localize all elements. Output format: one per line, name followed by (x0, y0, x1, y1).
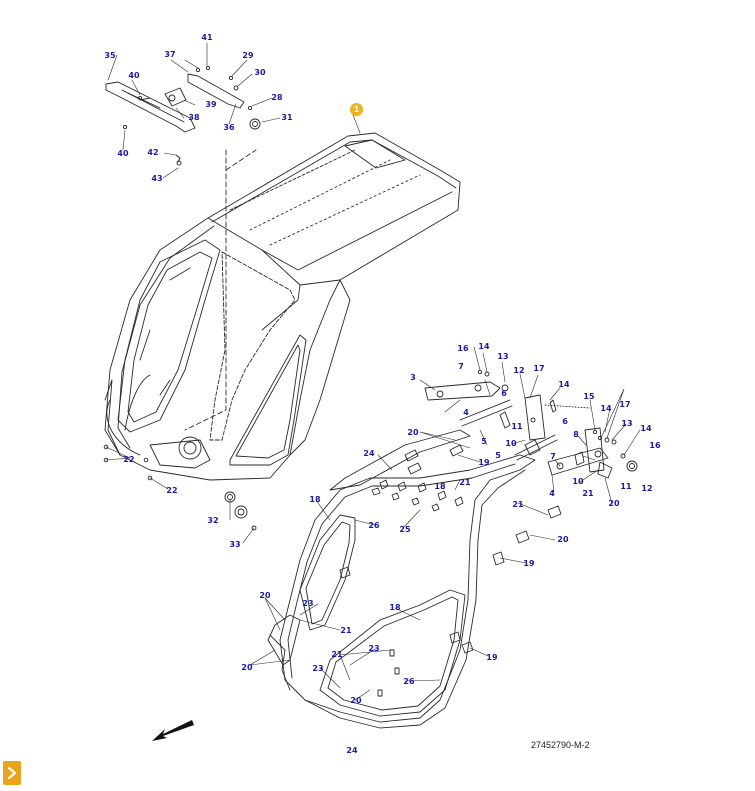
callout-label[interactable]: 21 (331, 650, 343, 659)
callout-label[interactable]: 18 (434, 482, 446, 491)
callout-label[interactable]: 16 (649, 441, 661, 450)
chevron-right-icon (7, 766, 17, 780)
cab-roof-assembly (104, 132, 461, 481)
callout-label[interactable]: 6 (562, 417, 568, 426)
callout-label[interactable]: 17 (533, 364, 545, 373)
callout-label[interactable]: 40 (128, 71, 140, 80)
callout-label[interactable]: 22 (166, 486, 178, 495)
wiper-bracket-assembly (105, 65, 261, 166)
callout-label[interactable]: 13 (497, 352, 509, 361)
diagram-reference-code: 27452790-M-2 (531, 740, 590, 750)
callout-label[interactable]: 20 (608, 499, 620, 508)
callout-label[interactable]: 20 (407, 428, 419, 437)
callout-label[interactable]: 21 (512, 500, 524, 509)
callout-label[interactable]: 38 (188, 113, 200, 122)
callout-label[interactable]: 5 (495, 451, 501, 460)
callout-label[interactable]: 26 (403, 677, 415, 686)
callout-label[interactable]: 5 (481, 437, 487, 446)
door-seal-frame (267, 429, 562, 729)
callout-label[interactable]: 43 (151, 174, 163, 183)
callout-label[interactable]: 21 (582, 489, 594, 498)
callout-label[interactable]: 11 (511, 422, 523, 431)
callout-label[interactable]: 14 (478, 342, 490, 351)
callout-label[interactable]: 8 (573, 430, 579, 439)
callout-label[interactable]: 22 (123, 455, 135, 464)
callout-label[interactable]: 29 (242, 51, 254, 60)
callout-label[interactable]: 7 (550, 452, 556, 461)
callout-label[interactable]: 18 (309, 495, 321, 504)
callout-label[interactable]: 10 (505, 439, 517, 448)
callout-label[interactable]: 18 (389, 603, 401, 612)
callout-label[interactable]: 13 (621, 419, 633, 428)
callout-label[interactable]: 39 (205, 100, 217, 109)
callout-label[interactable]: 40 (117, 149, 129, 158)
callout-label[interactable]: 19 (523, 559, 535, 568)
callout-label[interactable]: 37 (164, 50, 176, 59)
callout-label[interactable]: 10 (572, 477, 584, 486)
callout-label[interactable]: 3 (410, 373, 416, 382)
callout-label[interactable]: 4 (549, 489, 555, 498)
callout-label[interactable]: 31 (281, 113, 293, 122)
callout-label[interactable]: 20 (350, 696, 362, 705)
callout-label[interactable]: 23 (312, 664, 324, 673)
callout-label[interactable]: 23 (302, 599, 314, 608)
callout-label[interactable]: 4 (463, 408, 469, 417)
callout-label[interactable]: 21 (459, 478, 471, 487)
callout-label[interactable]: 21 (340, 626, 352, 635)
callout-label[interactable]: 14 (640, 424, 652, 433)
callout-label[interactable]: 14 (558, 380, 570, 389)
callout-label[interactable]: 12 (641, 484, 653, 493)
callout-label[interactable]: 14 (600, 404, 612, 413)
callout-label[interactable]: 20 (557, 535, 569, 544)
callout-label[interactable]: 20 (259, 591, 271, 600)
callout-label[interactable]: 20 (241, 663, 253, 672)
callout-label[interactable]: 16 (457, 344, 469, 353)
expand-button[interactable] (3, 761, 21, 785)
callout-label[interactable]: 17 (619, 400, 631, 409)
callout-label[interactable]: 23 (368, 644, 380, 653)
callout-label[interactable]: 30 (254, 68, 266, 77)
callout-label[interactable]: 32 (207, 516, 219, 525)
callout-label[interactable]: 28 (271, 93, 283, 102)
callout-label[interactable]: 24 (346, 746, 358, 755)
callout-label[interactable]: 24 (363, 449, 375, 458)
callout-label[interactable]: 19 (486, 653, 498, 662)
callout-label[interactable]: 7 (458, 362, 464, 371)
callout-label[interactable]: 33 (229, 540, 241, 549)
callout-label[interactable]: 36 (223, 123, 235, 132)
highlight-badge[interactable]: 1 (350, 103, 363, 116)
door-hinge-assembly (424, 369, 638, 479)
leader-lines (105, 42, 641, 701)
callout-label[interactable]: 12 (513, 366, 525, 375)
callout-label[interactable]: 42 (147, 148, 159, 157)
callout-label[interactable]: 11 (620, 482, 632, 491)
callout-label[interactable]: 19 (478, 458, 490, 467)
callout-label[interactable]: 15 (583, 392, 595, 401)
callout-label[interactable]: 26 (368, 521, 380, 530)
direction-arrow-icon (152, 720, 194, 741)
callout-label[interactable]: 35 (104, 51, 116, 60)
callout-label[interactable]: 41 (201, 33, 213, 42)
callout-label[interactable]: 6 (501, 389, 507, 398)
callout-label[interactable]: 25 (399, 525, 411, 534)
